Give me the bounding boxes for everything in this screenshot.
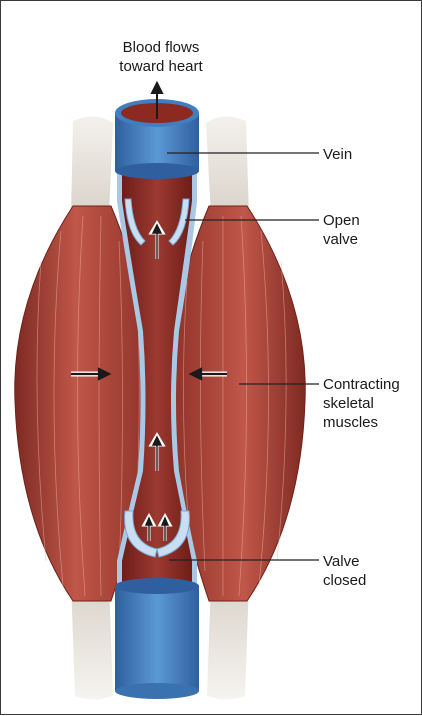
vein-label-text: Vein	[323, 145, 352, 164]
blood-flow-label: Blood flows toward heart	[91, 38, 231, 76]
muscles-label: Contracting skeletal muscles	[323, 375, 400, 432]
vein-label: Vein	[323, 145, 352, 164]
blood-flow-label-line1: Blood flows	[91, 38, 231, 57]
valve-closed-label-line1: Valve	[323, 552, 366, 571]
muscles-label-line2: skeletal	[323, 394, 400, 413]
open-valve-label: Open valve	[323, 211, 360, 249]
muscles-label-line3: muscles	[323, 413, 400, 432]
open-valve-label-line1: Open	[323, 211, 360, 230]
vein-bottom-segment	[115, 578, 199, 699]
valve-closed-label-line2: closed	[323, 571, 366, 590]
muscles-label-line1: Contracting	[323, 375, 400, 394]
blood-flow-label-line2: toward heart	[91, 57, 231, 76]
open-valve-label-line2: valve	[323, 230, 360, 249]
valve-closed-label: Valve closed	[323, 552, 366, 590]
